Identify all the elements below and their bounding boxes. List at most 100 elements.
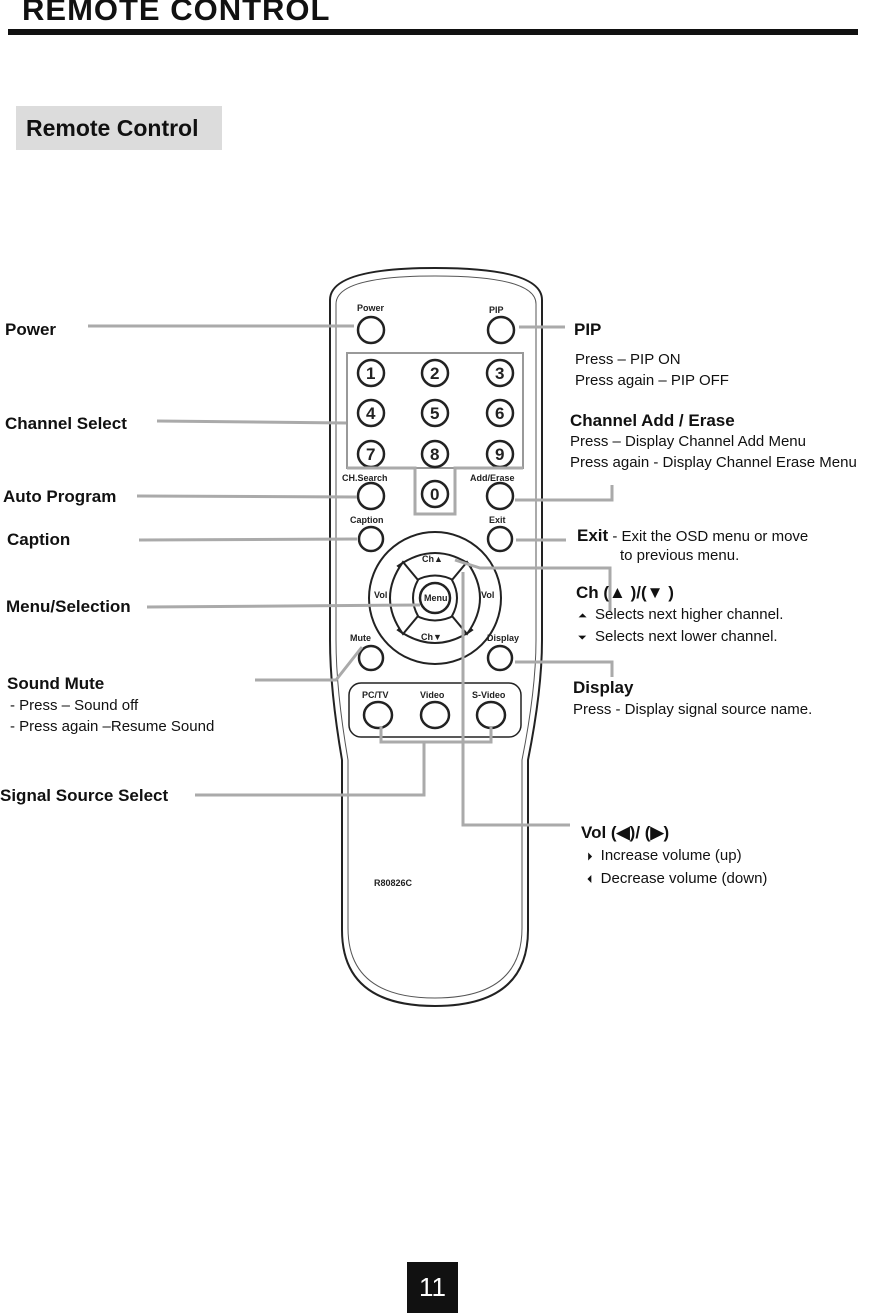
number-button-1-label: 1 [366, 364, 375, 383]
number-button-5-label: 5 [430, 404, 439, 423]
ch-down-triangle-icon: ▼ [646, 583, 664, 602]
pip-callout-title: PIP [574, 320, 602, 339]
vol-callout-title: Vol (◀)/ (▶) [581, 823, 669, 843]
exit-button-label: Exit [489, 515, 506, 525]
number-button-0 [420, 479, 450, 509]
ch-up-button-label: Ch▲ [422, 554, 443, 564]
number-button-1 [356, 358, 386, 388]
vol-right-triangle-icon: ▶ [650, 823, 664, 842]
page-number: 11 [407, 1262, 458, 1313]
number-button-5 [420, 398, 450, 428]
vol-right-button [450, 560, 481, 636]
ch-title-mid: )/( [625, 583, 647, 602]
menu-selection-callout: Menu/Selection [6, 597, 131, 616]
pc-tv-button-label: PC/TV [362, 690, 389, 700]
vol-title-close: ) [663, 823, 670, 842]
pip-button [486, 315, 516, 345]
vol-title-open: Vol ( [581, 823, 617, 842]
display-callout-title: Display [573, 678, 634, 697]
channel-pad-line [347, 466, 523, 516]
vol-title-mid: )/ ( [629, 823, 651, 842]
exit-line1: Exit the OSD menu or move [621, 528, 809, 545]
vol-left-button-label: Vol [374, 590, 387, 600]
video-button [419, 700, 451, 730]
display-button-label: Display [487, 633, 519, 643]
display-line1: Press - Display signal source name. [573, 701, 813, 718]
number-button-0-label: 0 [430, 485, 439, 504]
number-button-4 [356, 398, 386, 428]
ch-line [454, 558, 612, 612]
vol-line2: Decrease volume (down) [600, 870, 768, 887]
vol-up-row: ⏵ Increase volume (up) [587, 847, 742, 864]
add-erase-button [485, 481, 515, 511]
caret-left-icon: ⏴ [587, 874, 593, 886]
vol-line1: Increase volume (up) [600, 847, 742, 864]
header-rule [8, 29, 858, 35]
mute-button [357, 644, 385, 672]
ch-up-triangle-icon: ▲ [609, 583, 626, 602]
vol-down-row: ⏴ Decrease volume (down) [587, 870, 767, 887]
ch-down-button [396, 613, 474, 644]
caption-button [357, 525, 385, 553]
pc-tv-button [362, 700, 394, 730]
caret-right-icon: ⏵ [587, 851, 593, 863]
caption-button-label: Caption [350, 515, 384, 525]
caption-callout: Caption [7, 530, 71, 549]
add-erase-button-label: Add/Erase [470, 473, 515, 483]
source-frame [348, 682, 522, 738]
ch-search-button [356, 481, 386, 511]
caret-up-icon: ⏶ [578, 610, 587, 622]
ch-down-button-label: Ch▼ [421, 632, 442, 642]
section-title-box [16, 106, 222, 150]
power-button-label: Power [357, 303, 385, 313]
ch-title-open: Ch ( [576, 583, 610, 602]
number-button-6 [485, 398, 515, 428]
pip-line1: Press – PIP ON [575, 351, 681, 368]
menu-button [418, 581, 452, 615]
number-button-7-label: 7 [366, 445, 375, 464]
ch-title-close: ) [663, 583, 674, 602]
s-video-button-label: S-Video [472, 690, 506, 700]
sound-mute-callout-title: Sound Mute [7, 674, 105, 693]
sound-mute-line [255, 646, 364, 682]
ch-line1: Selects next higher channel. [594, 606, 784, 623]
add-erase-callout-title: Channel Add / Erase [570, 411, 735, 430]
exit-line2: to previous menu. [620, 547, 740, 564]
number-button-2 [420, 358, 450, 388]
caption-line [138, 537, 358, 542]
s-video-button [475, 700, 507, 730]
sound-mute-line2: - Press again –Resume Sound [10, 718, 215, 735]
power-button [356, 315, 386, 345]
caret-down-icon: ⏷ [578, 632, 587, 644]
ch-lower-row: ⏷ Selects next lower channel. [578, 628, 778, 645]
number-button-6-label: 6 [495, 404, 504, 423]
vol-left-triangle-icon: ◀ [616, 823, 630, 842]
exit-callout: Exit - Exit the OSD menu or move [577, 526, 808, 546]
remote-body-inner [335, 275, 537, 999]
number-button-9-label: 9 [495, 445, 504, 464]
ch-higher-row: ⏶ Selects next higher channel. [578, 606, 783, 623]
channel-select-line [156, 419, 347, 425]
ch-callout-title: Ch (▲ )/(▼ ) [576, 583, 674, 603]
signal-source-callout: Signal Source Select [0, 786, 169, 805]
vol-right-button-label: Vol [481, 590, 494, 600]
menu-button-label: Menu [424, 593, 448, 603]
number-button-4-label: 4 [366, 404, 376, 423]
add-erase-line [515, 485, 614, 502]
pip-line2: Press again – PIP OFF [575, 372, 729, 389]
display-line [515, 660, 614, 677]
number-button-8-label: 8 [430, 445, 439, 464]
menu-line [146, 603, 421, 609]
number-button-3 [485, 358, 515, 388]
number-button-2-label: 2 [430, 364, 439, 383]
auto-program-callout: Auto Program [3, 487, 117, 506]
number-button-8 [420, 439, 450, 469]
auto-program-line [136, 494, 358, 499]
page-header-title: REMOTE CONTROL [22, 0, 331, 27]
display-button [486, 644, 514, 672]
number-button-3-label: 3 [495, 364, 504, 383]
section-title: Remote Control [26, 115, 199, 141]
video-button-label: Video [420, 690, 445, 700]
channel-select-callout: Channel Select [5, 414, 127, 433]
